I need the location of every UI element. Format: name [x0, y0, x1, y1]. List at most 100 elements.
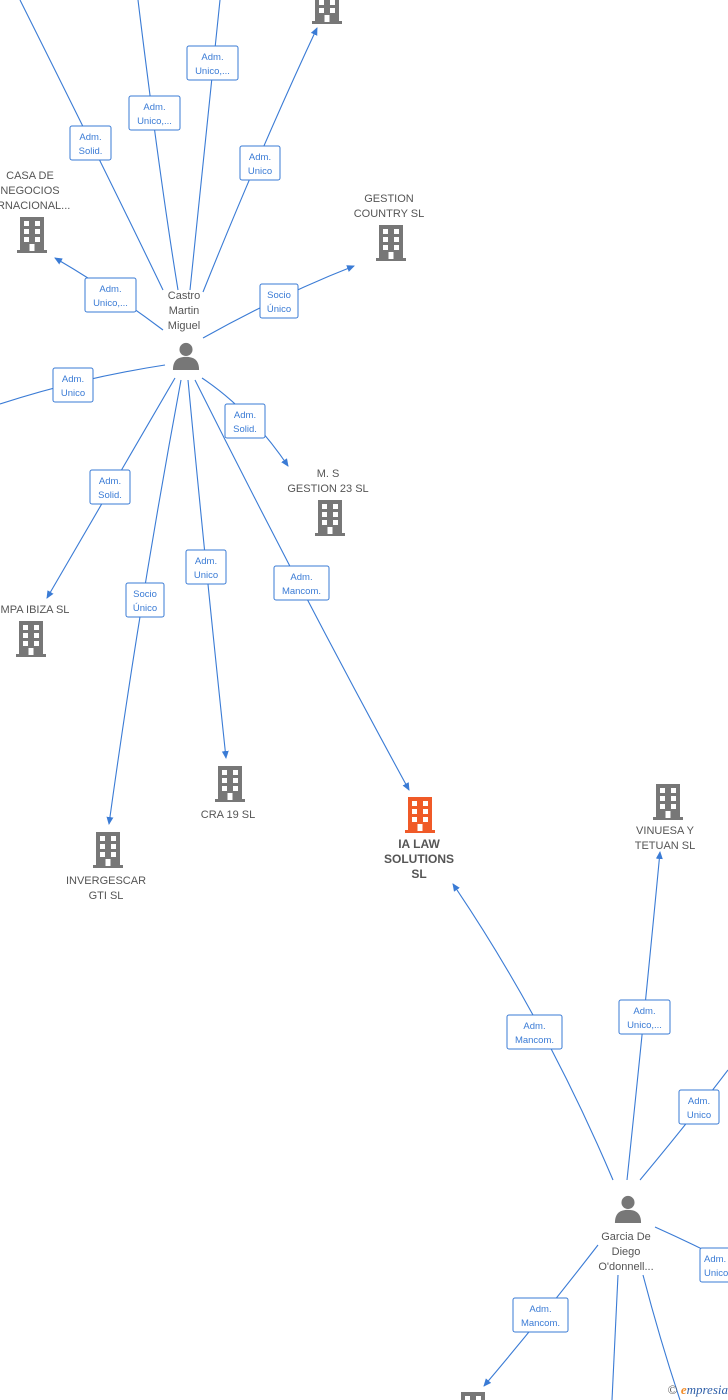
relation-badge: Adm. Unico,... [186, 45, 239, 81]
company-node-focus[interactable]: IA LAW SOLUTIONS SL [384, 797, 454, 881]
company-label: GESTION 23 SL [287, 483, 368, 495]
edge-castro-top-right [189, 0, 221, 291]
relation-badge: Adm. Mancom. [506, 1014, 563, 1050]
relation-badge-line: Unico [687, 1110, 711, 1121]
relation-badge-line: Adm. [234, 410, 256, 421]
relation-badge: Adm. Unico [239, 145, 281, 181]
relation-badge-line: Adm. [99, 476, 121, 487]
relation-badge-line: Mancom. [515, 1035, 554, 1046]
company-label: SL [411, 867, 426, 881]
relation-badge: Adm. Unico,... [618, 999, 671, 1035]
person-label: Diego [612, 1246, 641, 1258]
relation-badge-line: Solid. [98, 490, 122, 501]
company-label: NEGOCIOS [0, 185, 59, 197]
company-node[interactable]: VINUESA Y TETUAN SL [635, 784, 696, 852]
relation-badge-line: Adm. [704, 1254, 726, 1265]
company-label: VINUESA Y [636, 825, 695, 837]
building-icon [312, 0, 342, 24]
company-label: ERNACIONAL... [0, 200, 70, 212]
edge-castro-top-mid [137, 0, 179, 291]
relation-badge-line: Adm. [62, 374, 84, 385]
relation-badge: Socio Único [125, 582, 165, 618]
relation-badge: Adm. Unico [185, 549, 227, 585]
relation-badge: Adm. Solid. [69, 125, 112, 161]
company-label: M. S [317, 468, 340, 480]
company-node[interactable] [458, 1392, 488, 1400]
relation-badge: Socio Único [259, 283, 299, 319]
relation-badge-line: Adm. [290, 572, 312, 583]
company-label: COUNTRY SL [354, 208, 425, 220]
person-label: Miguel [168, 320, 200, 332]
building-icon [315, 500, 345, 536]
edge-castro-top-left [19, 0, 164, 291]
relation-badge-line: Unico [194, 570, 218, 581]
brand-logo: empresia [680, 1382, 728, 1397]
person-node[interactable]: Garcia De Diego O'donnell... [598, 1195, 654, 1273]
company-label: GESTION [364, 193, 414, 205]
relation-badge: Adm. Unico,... [84, 277, 137, 313]
relation-badge-line: Adm. [79, 132, 101, 143]
company-label: GTI SL [89, 890, 124, 902]
company-label: SOLUTIONS [384, 852, 454, 866]
relation-badge-line: Mancom. [521, 1318, 560, 1329]
relation-badge-line: Adm. [633, 1006, 655, 1017]
company-label: INVERGESCAR [66, 875, 146, 887]
relation-badge-line: Adm. [143, 102, 165, 113]
company-node[interactable]: MPA IBIZA SL [1, 604, 70, 657]
footer-brand: © empresia [668, 1382, 728, 1398]
relation-badge-line: Unico,... [93, 298, 128, 309]
edge-garcia-bottom [611, 1274, 619, 1400]
person-icon [172, 342, 200, 370]
building-icon [405, 797, 435, 833]
company-node[interactable] [312, 0, 342, 24]
relation-badge-line: Socio [267, 290, 291, 301]
relation-badge: Adm. Solid. [224, 403, 266, 439]
company-label: CRA 19 SL [201, 809, 255, 821]
company-node[interactable]: CRA 19 SL [201, 766, 255, 821]
relation-badge: Adm. Mancom. [273, 565, 330, 601]
company-node[interactable]: CASA DE NEGOCIOS ERNACIONAL... [0, 170, 70, 253]
relation-badge-line: Único [133, 603, 157, 614]
relation-badge-line: Solid. [79, 146, 103, 157]
building-icon [16, 621, 46, 657]
relation-badge: Adm. Unico,... [128, 95, 181, 131]
relation-badge-line: Adm. [529, 1304, 551, 1315]
company-label: IA LAW [398, 837, 440, 851]
relation-badge-line: Adm. [99, 284, 121, 295]
relation-badge-line: Mancom. [282, 586, 321, 597]
building-icon [215, 766, 245, 802]
relation-badge-line: Unico [248, 166, 272, 177]
relation-badge-line: Unico,... [627, 1020, 662, 1031]
relation-badge-line: Unico,... [137, 116, 172, 127]
company-node[interactable]: M. S GESTION 23 SL [287, 468, 369, 536]
edge-garcia-right-up [639, 1069, 728, 1181]
person-nodes[interactable]: Castro Martin Miguel Garcia De Diego O'd… [168, 290, 654, 1273]
relation-badges: Adm. Solid. Adm. Unico,... Adm. Unico,..… [52, 45, 728, 1333]
building-icon [653, 784, 683, 820]
relation-badge-line: Socio [133, 589, 157, 600]
person-icon [614, 1195, 642, 1223]
person-label: O'donnell... [598, 1261, 653, 1273]
relation-badge-line: Unico,... [195, 66, 230, 77]
edge-garcia-bottom-right [642, 1274, 681, 1400]
relation-badge-line: Adm. [249, 152, 271, 163]
person-label: Martin [169, 305, 200, 317]
building-icon [17, 217, 47, 253]
person-node[interactable]: Castro Martin Miguel [168, 290, 200, 370]
relation-badge: Adm. Unico [52, 367, 94, 403]
relation-badge-line: Adm. [201, 52, 223, 63]
company-nodes[interactable]: CASA DE NEGOCIOS ERNACIONAL... GESTION C… [0, 0, 695, 1400]
copyright-symbol: © [667, 1382, 678, 1397]
person-label: Castro [168, 290, 200, 302]
company-node[interactable]: GESTION COUNTRY SL [354, 193, 425, 261]
building-icon [93, 832, 123, 868]
relation-badge: Adm. Mancom. [512, 1297, 569, 1333]
building-icon [458, 1392, 488, 1400]
company-label: MPA IBIZA SL [1, 604, 70, 616]
relation-badge-line: Unico [704, 1268, 728, 1279]
person-label: Garcia De [601, 1231, 651, 1243]
relation-badge-line: Único [267, 304, 291, 315]
relation-badge: Adm. Solid. [89, 469, 131, 505]
company-node[interactable]: INVERGESCAR GTI SL [66, 832, 146, 902]
